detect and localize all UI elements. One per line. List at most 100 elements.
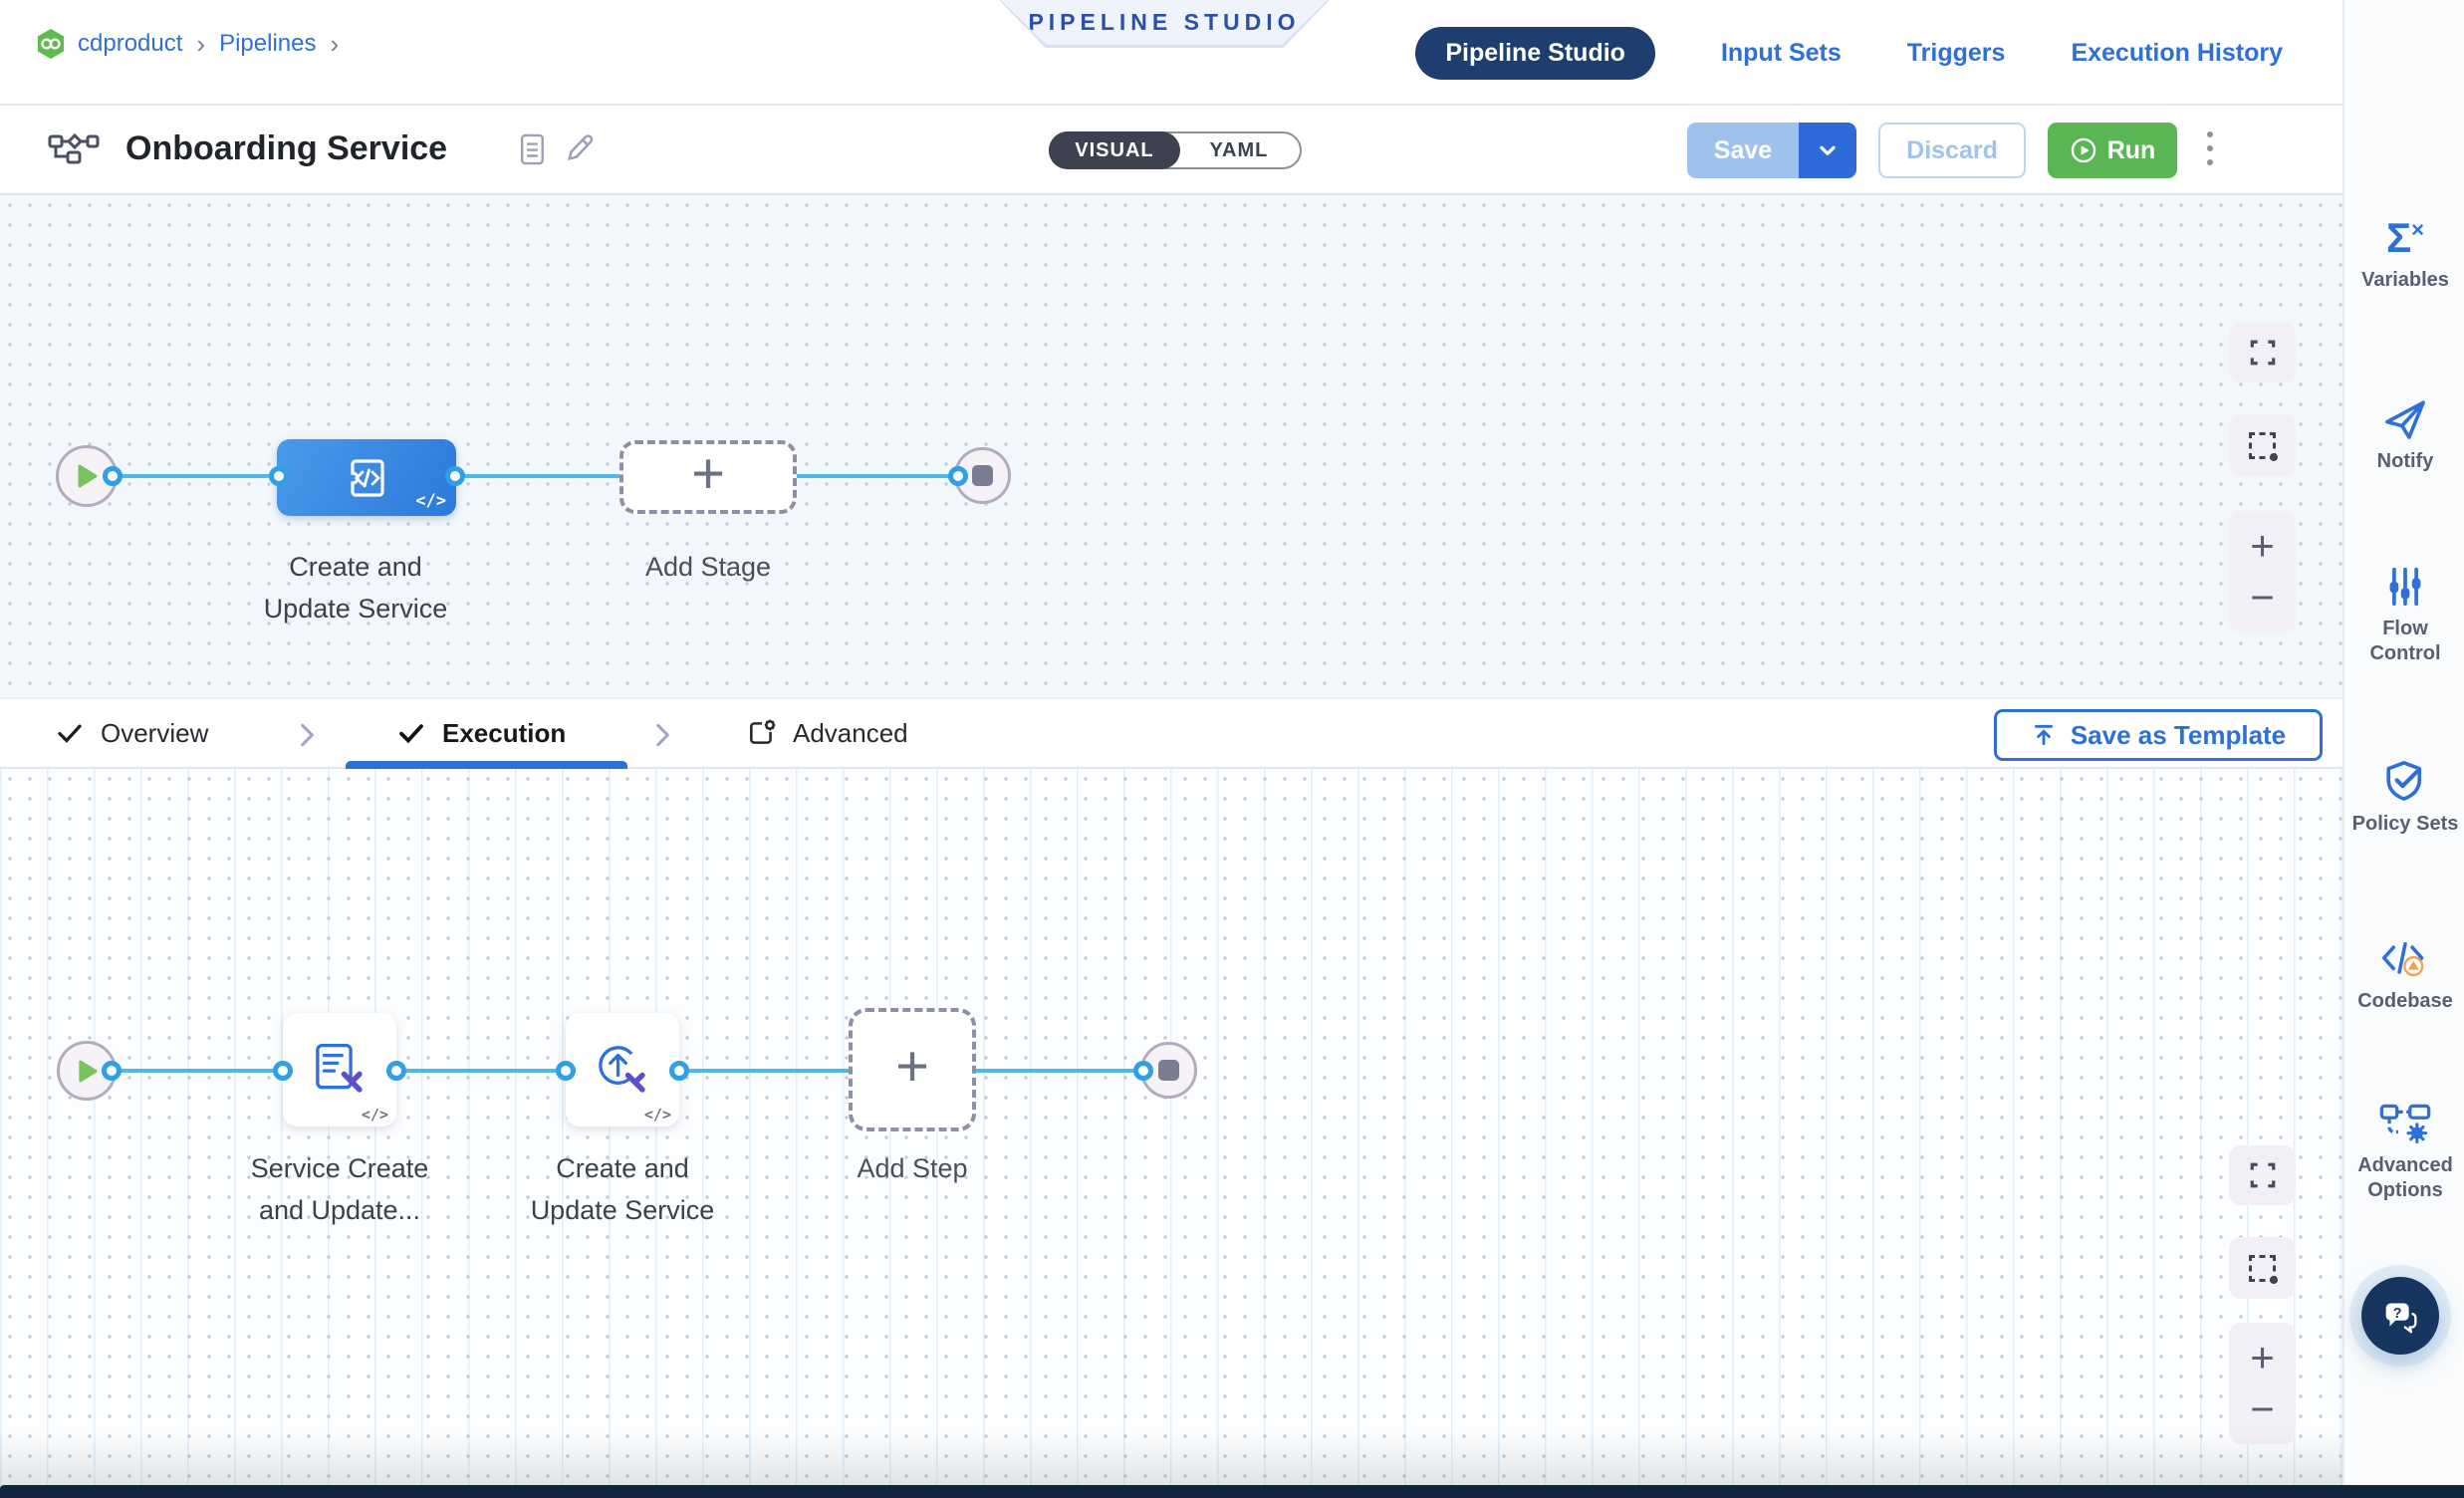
canvas-fullscreen-button[interactable] xyxy=(2229,323,2296,382)
canvas-select-button[interactable] xyxy=(2229,414,2296,476)
step-node-service-create-update[interactable]: </> xyxy=(283,1013,396,1126)
selection-icon xyxy=(2249,432,2276,459)
sidebar-item-policy-sets[interactable]: Policy Sets xyxy=(2344,759,2464,837)
zoom-in-button[interactable]: + xyxy=(2250,1337,2275,1378)
connector-line xyxy=(456,474,619,478)
toggle-visual[interactable]: VISUAL xyxy=(1049,131,1180,169)
run-button[interactable]: Run xyxy=(2048,123,2177,178)
tab-execution-history[interactable]: Execution History xyxy=(2071,39,2283,68)
check-icon xyxy=(55,718,85,748)
pipeline-studio-banner-label: PIPELINE STUDIO xyxy=(1001,0,1328,45)
description-doc-icon[interactable] xyxy=(520,132,546,166)
save-as-template-button[interactable]: Save as Template xyxy=(1994,709,2323,761)
connector-dot xyxy=(1133,1061,1153,1081)
code-badge: </> xyxy=(415,491,446,511)
sidebar-item-notify[interactable]: Notify xyxy=(2344,398,2464,474)
discard-button[interactable]: Discard xyxy=(1878,123,2026,178)
tab-advanced[interactable]: Advanced xyxy=(747,699,908,767)
add-step-button[interactable]: + xyxy=(849,1008,976,1131)
advanced-gear-square-icon xyxy=(747,718,777,748)
add-step-label: Add Step xyxy=(823,1147,1002,1189)
connector-line xyxy=(396,1069,566,1073)
sidebar-item-flow-control[interactable]: Flow Control xyxy=(2344,566,2464,666)
stop-icon xyxy=(972,465,993,486)
connector-dot xyxy=(556,1061,576,1081)
play-icon xyxy=(76,1059,99,1084)
connector-line xyxy=(679,1069,849,1073)
top-header: cdproduct › Pipelines › PIPELINE STUDIO … xyxy=(0,0,2342,106)
step-canvas: </> </> + Service Create and Update... xyxy=(0,769,2342,1498)
edit-pencil-icon[interactable] xyxy=(564,132,594,164)
stage-canvas: </> + Create and Update Service Add Stag… xyxy=(0,195,2342,697)
help-chat-button[interactable]: ? xyxy=(2361,1277,2439,1355)
add-stage-button[interactable]: + xyxy=(619,440,797,514)
page-title: Onboarding Service xyxy=(125,129,447,168)
connector-dot xyxy=(102,1061,122,1081)
plus-icon: + xyxy=(691,445,725,503)
connector-dot xyxy=(445,466,465,486)
sidebar-item-codebase[interactable]: Codebase xyxy=(2344,938,2464,1014)
plus-icon: + xyxy=(895,1038,929,1096)
visual-yaml-toggle: VISUAL YAML xyxy=(1049,131,1302,169)
stage-node-create-update-service[interactable]: </> xyxy=(277,439,456,516)
breadcrumb: cdproduct › Pipelines › xyxy=(36,28,341,60)
breadcrumb-separator: › xyxy=(328,29,341,60)
add-stage-label: Add Stage xyxy=(619,546,797,588)
more-options-kebab-icon[interactable] xyxy=(2207,131,2213,165)
breadcrumb-separator: › xyxy=(194,29,207,60)
pipeline-graph-icon xyxy=(48,131,100,171)
stage-config-tabs: Overview Execution Advanced Save as Temp… xyxy=(0,697,2342,769)
step-node-create-update-service[interactable]: </> xyxy=(566,1013,679,1126)
connector-line xyxy=(112,1069,283,1073)
sync-step-icon xyxy=(592,1041,653,1099)
pipeline-studio-banner: PIPELINE STUDIO xyxy=(999,0,1330,48)
chevron-down-icon xyxy=(1815,137,1841,163)
chevron-right-icon xyxy=(294,720,320,750)
svg-text:?: ? xyxy=(2393,1306,2402,1322)
connector-line xyxy=(797,474,958,478)
connector-dot xyxy=(386,1061,406,1081)
connector-dot xyxy=(669,1061,689,1081)
toggle-yaml[interactable]: YAML xyxy=(1178,133,1300,167)
step-label: Service Create and Update... xyxy=(225,1147,454,1231)
pipeline-gear-icon xyxy=(2379,1101,2431,1144)
right-sidebar: Σ× Variables Notify Flow Control xyxy=(2342,0,2464,1498)
selection-icon xyxy=(2249,1255,2276,1282)
zoom-out-button[interactable]: − xyxy=(2250,577,2275,619)
connector-dot xyxy=(948,466,968,486)
fullscreen-icon xyxy=(2248,338,2278,368)
connector-dot xyxy=(273,1061,293,1081)
tab-overview[interactable]: Overview xyxy=(55,699,208,767)
canvas-fullscreen-button[interactable] xyxy=(2229,1145,2296,1205)
connector-line xyxy=(113,474,282,478)
tab-triggers[interactable]: Triggers xyxy=(1907,39,2006,68)
sliders-icon xyxy=(2385,566,2425,608)
breadcrumb-project[interactable]: cdproduct xyxy=(78,30,182,58)
save-button[interactable]: Save xyxy=(1687,123,1799,178)
tab-execution[interactable]: Execution xyxy=(396,699,566,767)
tab-pipeline-studio[interactable]: Pipeline Studio xyxy=(1415,27,1655,80)
canvas-zoom-panel: + − xyxy=(2229,1323,2296,1444)
top-navigation: Pipeline Studio Input Sets Triggers Exec… xyxy=(1415,0,2283,106)
stop-icon xyxy=(1158,1060,1179,1081)
bottom-drawer-edge[interactable] xyxy=(0,1485,2464,1498)
paper-plane-icon xyxy=(2383,398,2427,440)
chevron-right-icon xyxy=(649,720,675,750)
play-icon xyxy=(75,463,99,489)
zoom-out-button[interactable]: − xyxy=(2250,1388,2275,1430)
connector-dot xyxy=(103,466,123,486)
canvas-select-button[interactable] xyxy=(2229,1237,2296,1299)
sidebar-item-advanced-options[interactable]: Advanced Options xyxy=(2344,1101,2464,1203)
sidebar-item-variables[interactable]: Σ× Variables xyxy=(2344,217,2464,293)
save-dropdown-button[interactable] xyxy=(1799,123,1856,178)
tab-input-sets[interactable]: Input Sets xyxy=(1721,39,1842,68)
zoom-in-button[interactable]: + xyxy=(2250,525,2275,567)
custom-stage-icon xyxy=(342,453,391,503)
breadcrumb-pipelines[interactable]: Pipelines xyxy=(219,30,316,58)
chat-question-icon: ? xyxy=(2377,1293,2423,1339)
project-hexagon-icon xyxy=(36,28,66,60)
check-icon xyxy=(396,718,426,748)
active-tab-underline xyxy=(346,761,627,769)
canvas-zoom-panel: + − xyxy=(2229,511,2296,632)
